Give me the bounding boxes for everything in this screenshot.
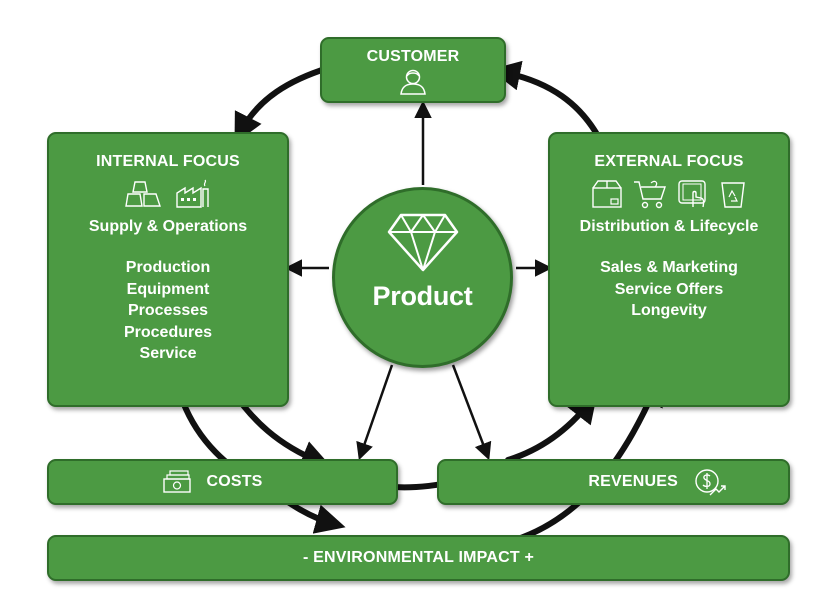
arrow-product-to-revenues [451, 364, 492, 461]
diamond-icon [387, 213, 459, 272]
internal-subtitle: Supply & Operations [88, 218, 248, 235]
revenues-box: REVENUES [437, 459, 790, 505]
ingots-icon [125, 181, 161, 207]
recycle-bin-icon [721, 182, 745, 208]
person-icon [400, 69, 426, 95]
factory-icon [176, 179, 209, 208]
customer-box: CUSTOMER [320, 37, 506, 103]
external-item: Service Offers [614, 280, 724, 298]
product-circle: Product [332, 187, 513, 368]
customer-title: CUSTOMER [366, 48, 460, 65]
internal-item: Processes [127, 302, 209, 319]
dollar-growth-icon [695, 469, 726, 496]
environmental-impact-box: - ENVIRONMENTAL IMPACT + [47, 535, 790, 581]
cart-icon [634, 180, 666, 209]
environmental-impact-label: - ENVIRONMENTAL IMPACT + [302, 549, 535, 566]
internal-item: Production [125, 259, 211, 276]
revenues-label: REVENUES [588, 473, 678, 490]
money-icon [163, 470, 192, 493]
arrow-external-to-customer [490, 60, 601, 139]
internal-focus-box: INTERNAL FOCUS Supply & Operations Produ… [47, 132, 289, 407]
internal-item: Procedures [123, 323, 213, 341]
external-focus-title: EXTERNAL FOCUS [594, 153, 744, 170]
arrow-product-to-costs [356, 364, 394, 461]
internal-item: Service [139, 345, 197, 362]
external-item: Sales & Marketing [600, 259, 738, 276]
tablet-touch-icon [678, 180, 706, 208]
arrow-revenues-to-external-inner [505, 392, 598, 463]
product-label: Product [372, 281, 473, 311]
costs-box: COSTS [47, 459, 398, 505]
external-list: Sales & Marketing Service Offers Longevi… [550, 257, 788, 322]
internal-item: Equipment [126, 280, 210, 298]
arrow-customer-to-internal [234, 65, 331, 144]
external-item: Longevity [631, 302, 707, 319]
costs-label: COSTS [206, 473, 263, 490]
external-subtitle: Distribution & Lifecycle [579, 218, 759, 235]
internal-list: Production Equipment Processes Procedure… [49, 257, 287, 365]
internal-focus-title: INTERNAL FOCUS [96, 153, 240, 170]
box-icon [592, 180, 622, 208]
external-focus-box: EXTERNAL FOCUS Distribution & Lifecycle … [548, 132, 790, 407]
